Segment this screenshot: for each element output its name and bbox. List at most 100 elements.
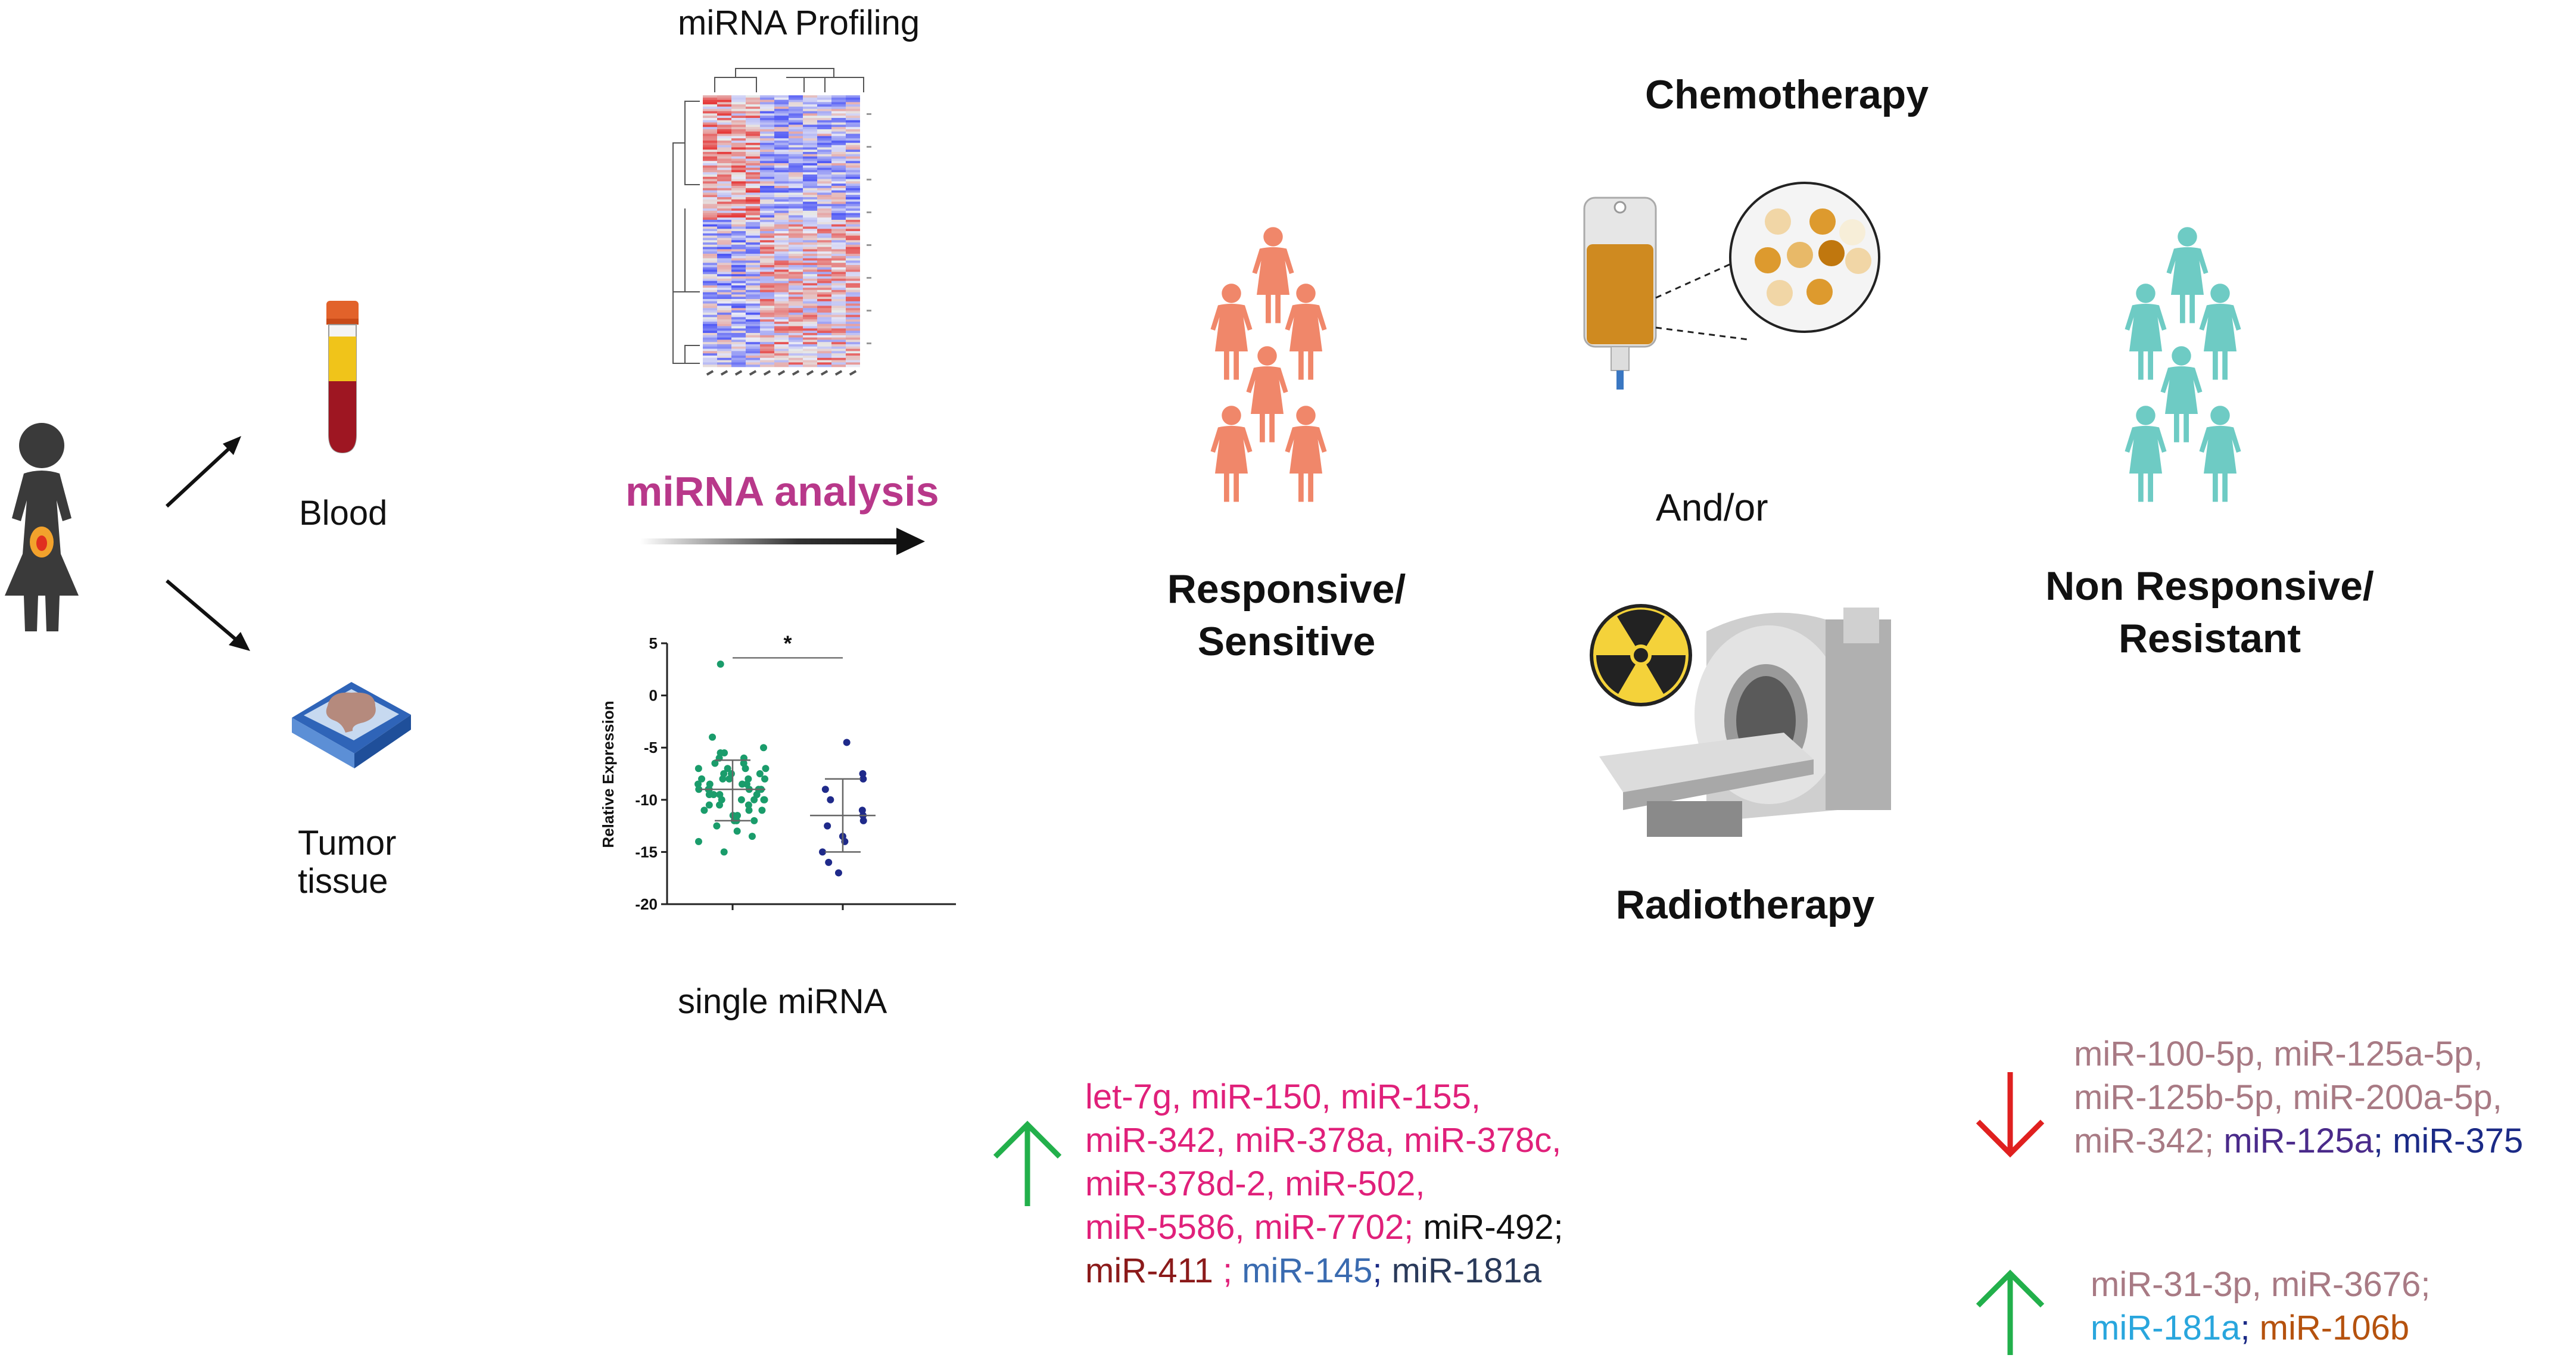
scatter-ytick-label: -15 bbox=[635, 843, 658, 861]
responsive-line5b: ; bbox=[1213, 1251, 1233, 1290]
resistant-down-line2: miR-125b-5p, miR-200a-5p, bbox=[2074, 1078, 2502, 1117]
resistant-down-line3c: ; miR-375 bbox=[2373, 1122, 2524, 1160]
scatter-point bbox=[737, 796, 745, 803]
responsive-title-line1: Responsive/ bbox=[1167, 566, 1406, 612]
scatter-point bbox=[761, 796, 768, 803]
scatter-point bbox=[695, 786, 703, 793]
patient-icon bbox=[5, 423, 79, 631]
responsive-line1: let-7g, miR-150, miR-155, bbox=[1085, 1077, 1481, 1116]
scatter-point bbox=[859, 770, 867, 777]
up-arrow-icon bbox=[993, 1120, 1062, 1206]
resistant-down-line3a: miR-342; bbox=[2074, 1122, 2214, 1160]
scatter-point bbox=[761, 775, 769, 783]
scatter-point bbox=[694, 780, 702, 788]
responsive-title-line2: Sensitive bbox=[1197, 619, 1376, 664]
heatmap-dendrogram bbox=[672, 68, 864, 364]
scatter-ytick-label: -20 bbox=[635, 895, 658, 913]
scatter-point bbox=[705, 791, 713, 799]
scatter-point bbox=[821, 786, 829, 793]
analysis-arrow bbox=[640, 528, 925, 555]
scatter-point bbox=[834, 869, 842, 877]
person-icon bbox=[1210, 406, 1253, 502]
responsive-line4: miR-5586, miR-7702; miR-492; bbox=[1085, 1206, 1563, 1249]
scatter-point bbox=[748, 833, 756, 840]
scatter-point bbox=[827, 796, 834, 803]
scatter-point bbox=[825, 858, 833, 866]
person-icon bbox=[2199, 284, 2241, 380]
scatter-plot: Relative Expression 50-5-10-15-20* bbox=[599, 631, 956, 913]
resistant-up-line2b: ; bbox=[2240, 1309, 2250, 1347]
person-icon bbox=[2199, 406, 2241, 502]
scatter-point bbox=[758, 806, 766, 814]
scatter-point bbox=[713, 822, 721, 830]
resistant-down-line1: miR-100-5p, miR-125a-5p, bbox=[2074, 1035, 2483, 1073]
scatter-point bbox=[733, 827, 741, 835]
scatter-point bbox=[694, 765, 702, 773]
scatter-ylabel: Relative Expression bbox=[599, 700, 617, 848]
scatter-point bbox=[742, 765, 749, 773]
responsive-line5c: miR-145 bbox=[1232, 1251, 1373, 1290]
scatter-point bbox=[705, 801, 713, 809]
resistant-down-line3b: miR-125a bbox=[2214, 1122, 2373, 1160]
scatter-point bbox=[762, 765, 770, 773]
resistant-people-icon bbox=[2125, 227, 2241, 502]
chemo-title: Chemotherapy bbox=[1644, 72, 1929, 117]
responsive-line5e: miR-181a bbox=[1382, 1251, 1542, 1290]
resistant-up-line2: miR-181a; miR-106b bbox=[2091, 1306, 2431, 1350]
analysis-label: miRNA analysis bbox=[625, 468, 939, 515]
radiotherapy-machine-icon bbox=[1599, 608, 1891, 837]
responsive-mirna-list: let-7g, miR-150, miR-155, miR-342, miR-3… bbox=[1085, 1075, 1563, 1293]
person-icon bbox=[1285, 406, 1327, 502]
significance-star: * bbox=[783, 631, 792, 656]
resistant-title-line2: Resistant bbox=[2118, 616, 2301, 661]
arrow-to-blood bbox=[165, 436, 241, 508]
scatter-point bbox=[706, 780, 714, 788]
scatter-point bbox=[750, 796, 758, 803]
scatter-point bbox=[734, 812, 742, 820]
scatter-ytick-label: 5 bbox=[649, 634, 658, 652]
single-mirna-label: single miRNA bbox=[678, 982, 887, 1021]
andor-label: And/or bbox=[1656, 486, 1768, 529]
scatter-point bbox=[694, 837, 702, 845]
scatter-point bbox=[717, 661, 724, 668]
scatter-point bbox=[859, 817, 867, 824]
resistant-down-line3: miR-342; miR-125a; miR-375 bbox=[2074, 1119, 2523, 1163]
blood-tube-icon bbox=[326, 301, 359, 454]
scatter-point bbox=[745, 806, 753, 814]
scatter-point bbox=[843, 739, 851, 746]
responsive-line4a: miR-5586, miR-7702; bbox=[1085, 1208, 1414, 1247]
scatter-point bbox=[719, 775, 727, 783]
person-icon bbox=[2166, 227, 2209, 323]
responsive-people-icon bbox=[1210, 227, 1327, 502]
scatter-point bbox=[700, 806, 708, 814]
responsive-line2: miR-342, miR-378a, miR-378c, bbox=[1085, 1121, 1562, 1160]
tumor-label-line2: tissue bbox=[298, 862, 388, 901]
scatter-point bbox=[818, 848, 826, 856]
heatmap-row-labels bbox=[867, 113, 871, 344]
responsive-line5d: ; bbox=[1372, 1251, 1382, 1290]
tumor-label-line1: Tumor bbox=[298, 824, 397, 862]
responsive-line5: miR-411 ; miR-145; miR-181a bbox=[1085, 1249, 1563, 1293]
scatter-point bbox=[698, 775, 706, 783]
person-icon bbox=[2125, 406, 2167, 502]
scatter-point bbox=[725, 775, 733, 783]
person-icon bbox=[1252, 227, 1294, 323]
scatter-ytick-label: -10 bbox=[635, 791, 658, 809]
person-icon bbox=[2125, 284, 2167, 380]
heatmap-column-labels bbox=[706, 370, 857, 376]
person-icon bbox=[1246, 346, 1288, 443]
scatter-point bbox=[720, 848, 728, 856]
down-arrow-icon bbox=[1976, 1072, 2045, 1158]
scatter-point bbox=[709, 733, 717, 741]
blood-label: Blood bbox=[299, 494, 388, 532]
scatter-point bbox=[724, 765, 731, 773]
responsive-line4b: miR-492; bbox=[1413, 1208, 1563, 1247]
scatter-point bbox=[858, 806, 866, 814]
up-arrow-icon-2 bbox=[1976, 1269, 2045, 1355]
scatter-point bbox=[756, 770, 764, 777]
scatter-point bbox=[750, 817, 758, 824]
resistant-up-line2c: miR-106b bbox=[2250, 1309, 2410, 1347]
radio-title: Radiotherapy bbox=[1615, 882, 1875, 927]
scatter-point bbox=[859, 775, 867, 783]
radiation-icon bbox=[1590, 604, 1692, 706]
